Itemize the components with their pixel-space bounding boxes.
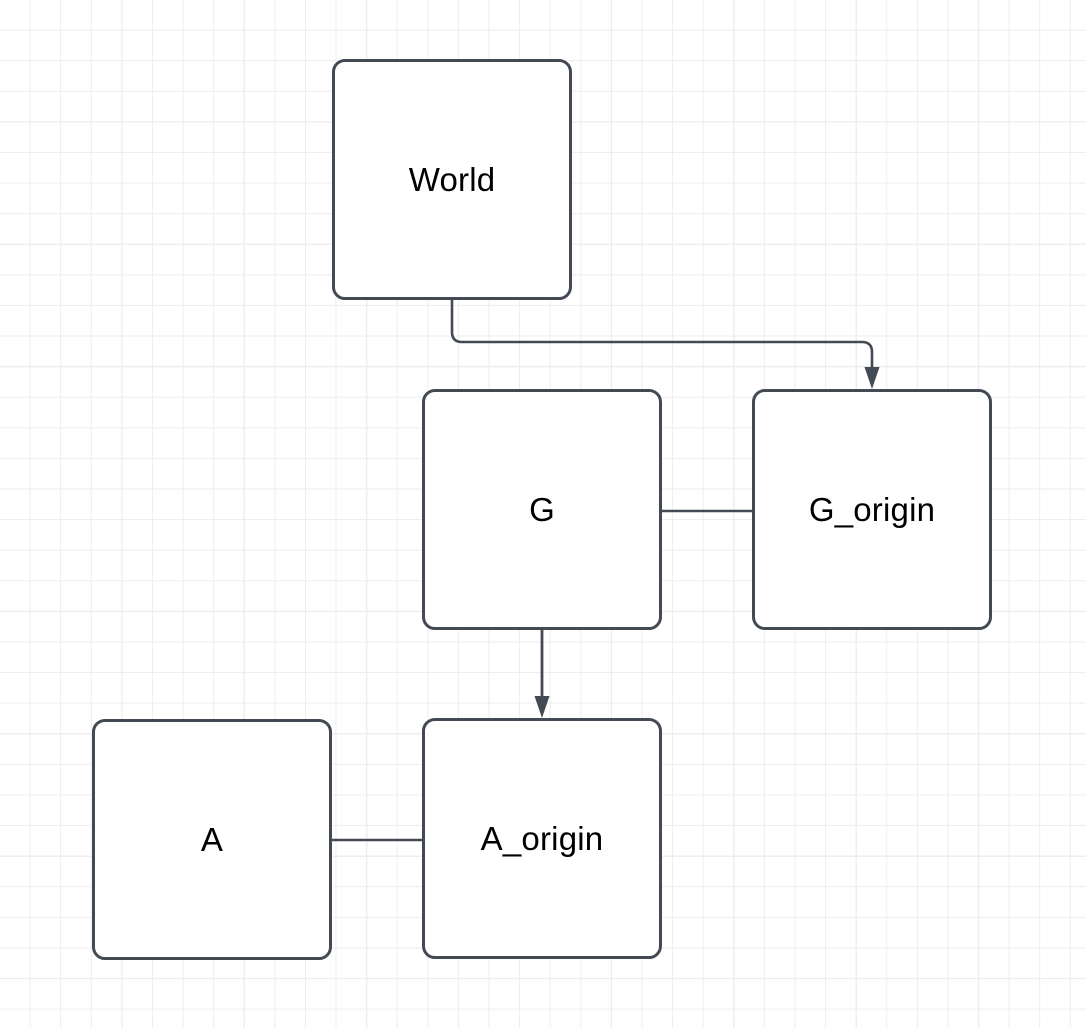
node-a-origin[interactable]: A_origin [422,718,662,959]
arrowhead-icon [864,367,880,389]
node-a[interactable]: A [92,719,332,960]
node-world[interactable]: World [332,59,572,300]
edge-g-to-a-origin[interactable] [534,630,550,718]
node-label: G [529,491,555,528]
node-label: World [408,161,496,198]
edge-world-to-g-origin[interactable] [450,300,880,389]
node-label: A_origin [480,820,604,857]
node-label: G_origin [808,491,936,528]
node-g-origin[interactable]: G_origin [752,389,992,630]
node-g[interactable]: G [422,389,662,630]
arrowhead-icon [534,696,550,718]
node-label: A [200,821,224,858]
edge-path [450,300,874,368]
